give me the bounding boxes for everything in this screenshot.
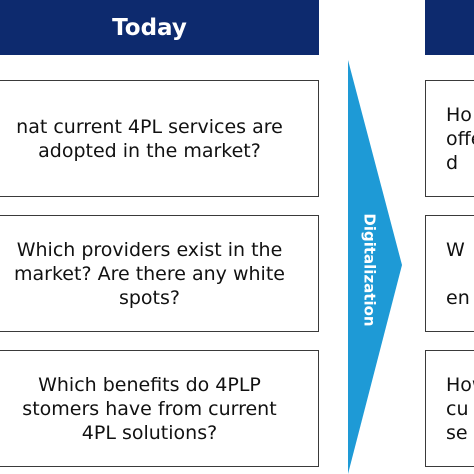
arrow-shape — [348, 60, 402, 474]
future-box-3: How cu se — [425, 350, 474, 467]
arrow-label: Digitalization — [361, 213, 380, 327]
digitalization-arrow-icon — [348, 60, 402, 474]
future-box-1: Ho offe d — [425, 80, 474, 197]
question-box-1: nat current 4PL services are adopted in … — [0, 80, 319, 197]
future-text-1: Ho offe d — [446, 103, 474, 174]
header-today-label: Today — [112, 14, 187, 41]
question-text-1: nat current 4PL services are adopted in … — [16, 115, 283, 162]
question-box-2: Which providers exist in the market? Are… — [0, 215, 319, 332]
header-today: Today — [0, 0, 319, 55]
question-text-2: Which providers exist in the market? Are… — [14, 238, 285, 309]
question-text-3: Which benefits do 4PLP stomers have from… — [22, 373, 277, 444]
future-text-2: W en — [446, 238, 470, 309]
future-box-2: W en — [425, 215, 474, 332]
future-text-3: How cu se — [446, 373, 474, 444]
arrow-label-wrap: Digitalization — [355, 200, 385, 340]
header-future — [425, 0, 474, 55]
question-box-3: Which benefits do 4PLP stomers have from… — [0, 350, 319, 467]
